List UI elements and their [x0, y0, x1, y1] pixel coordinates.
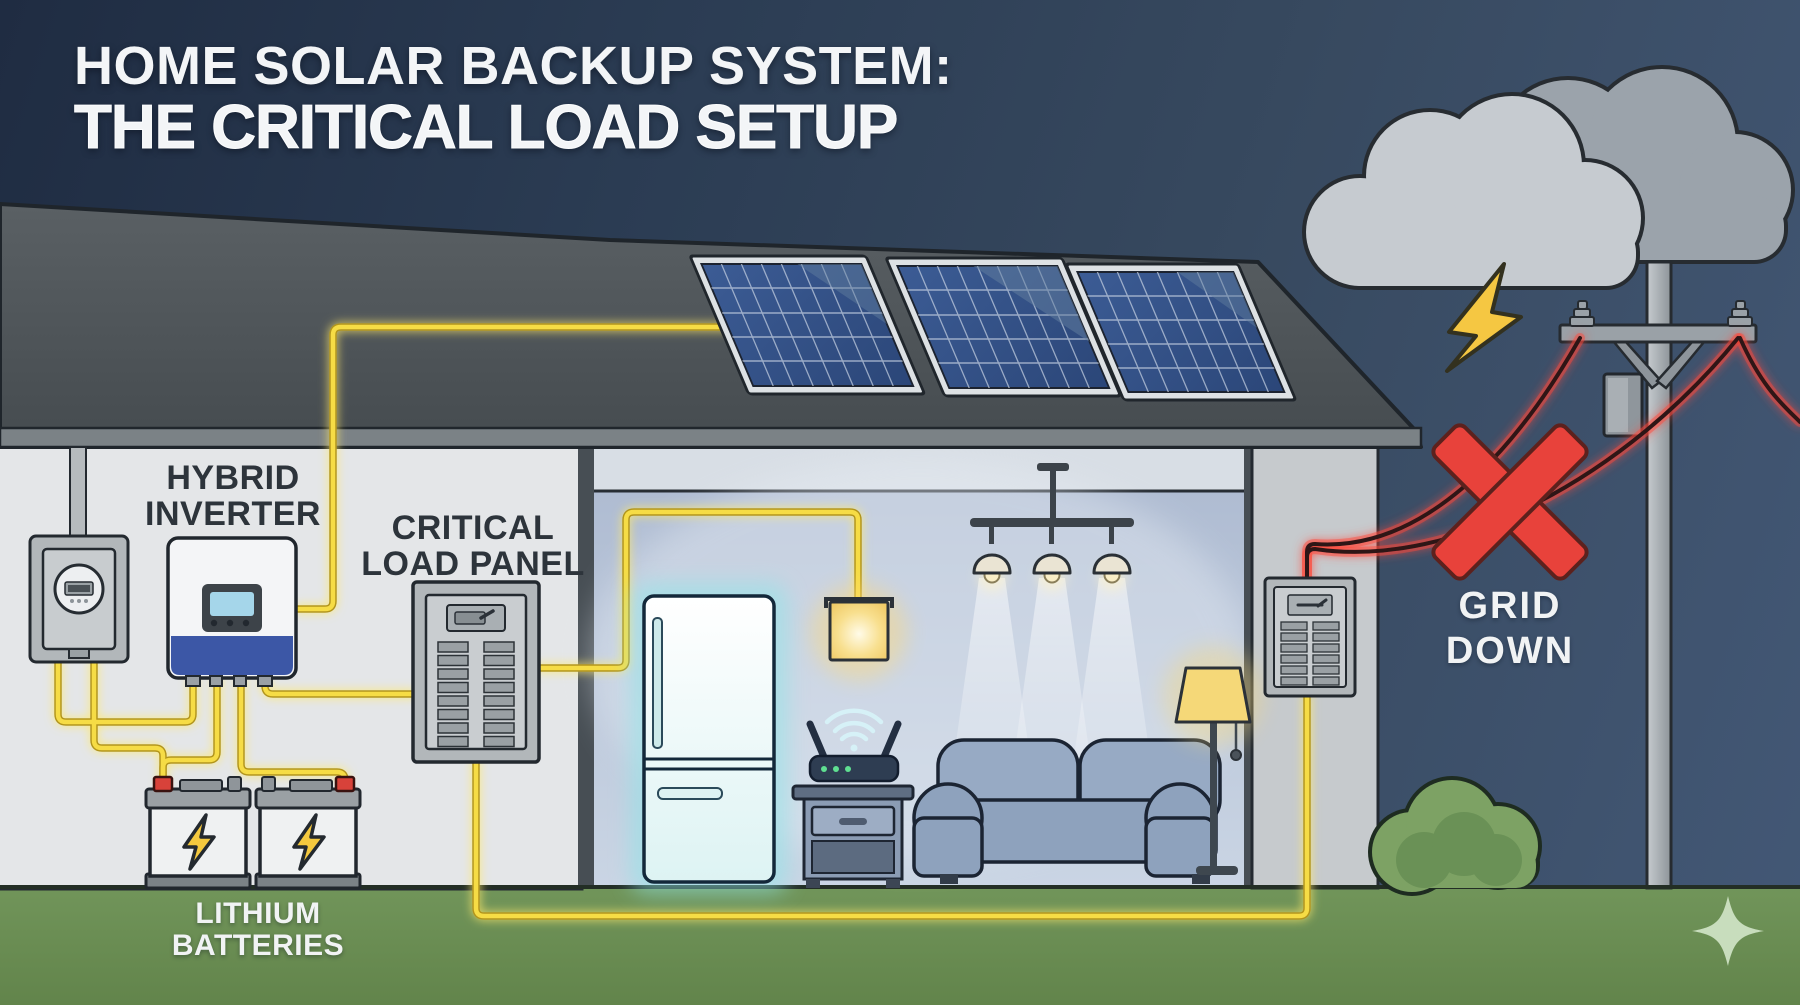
- battery-bolt-icon: [292, 813, 326, 871]
- x-mark-icon: [1431, 423, 1589, 581]
- pendant-light: [811, 584, 907, 680]
- battery-2: [254, 775, 362, 890]
- wire-meter-to-inverter: [55, 660, 196, 725]
- side-table: [791, 784, 915, 888]
- solar-panel-2: [885, 256, 1122, 398]
- page-title: HOME SOLAR BACKUP SYSTEM: THE CRITICAL L…: [74, 36, 953, 161]
- solar-panel-1: [689, 254, 926, 396]
- live-wires: [54, 323, 1311, 920]
- label-critical-load-panel: CRITICAL LOAD PANEL: [361, 509, 585, 584]
- grid-connection-panel: [1263, 333, 1800, 698]
- wire-panel-to-loads: [536, 509, 861, 671]
- floor-lamp: [1163, 646, 1263, 875]
- solar-panel-3: [1065, 262, 1297, 402]
- breaker-rows: [437, 641, 515, 748]
- critical-load-panel: [411, 580, 541, 764]
- wire-panel-floor-run: [473, 694, 1310, 919]
- storm-cloud-icon: [1302, 65, 1795, 290]
- couch: [912, 738, 1222, 884]
- battery-1: [144, 775, 252, 890]
- title-line-2: THE CRITICAL LOAD SETUP: [74, 93, 899, 163]
- wifi-router: [806, 708, 902, 783]
- sparkle-icon: [1692, 896, 1764, 966]
- pole-transformer: [1602, 372, 1644, 438]
- refrigerator: [630, 582, 788, 894]
- insulator: [1569, 300, 1753, 327]
- dead-grid-wires: [1302, 333, 1800, 583]
- label-grid-down: GRID DOWN: [1445, 585, 1575, 672]
- wire-inverter-to-battery-1: [160, 675, 220, 787]
- breaker-switch-icon: [454, 609, 495, 625]
- breaker-rows: [1280, 621, 1340, 686]
- fridge-handle: [652, 617, 663, 749]
- wire-solar-to-inverter: [295, 324, 733, 612]
- battery-bolt-icon: [182, 813, 216, 871]
- title-line-1: HOME SOLAR BACKUP SYSTEM:: [74, 36, 953, 96]
- lithium-batteries: [144, 775, 362, 890]
- roof-fascia: [0, 426, 1423, 449]
- label-hybrid-inverter: HYBRID INVERTER: [145, 459, 321, 534]
- grass-ground: [0, 886, 1800, 1005]
- lightning-bolt-icon: [1445, 262, 1523, 373]
- label-lithium-batteries: LITHIUM BATTERIES: [171, 897, 345, 963]
- solar-panels: [689, 254, 1297, 402]
- hybrid-inverter: [166, 536, 298, 687]
- wifi-icon: [824, 708, 884, 752]
- pendant-bulb: [972, 553, 1132, 591]
- freezer-handle: [657, 787, 723, 800]
- utility-pole: [1558, 260, 1758, 890]
- utility-meter: [28, 446, 130, 664]
- bush: [1368, 776, 1542, 896]
